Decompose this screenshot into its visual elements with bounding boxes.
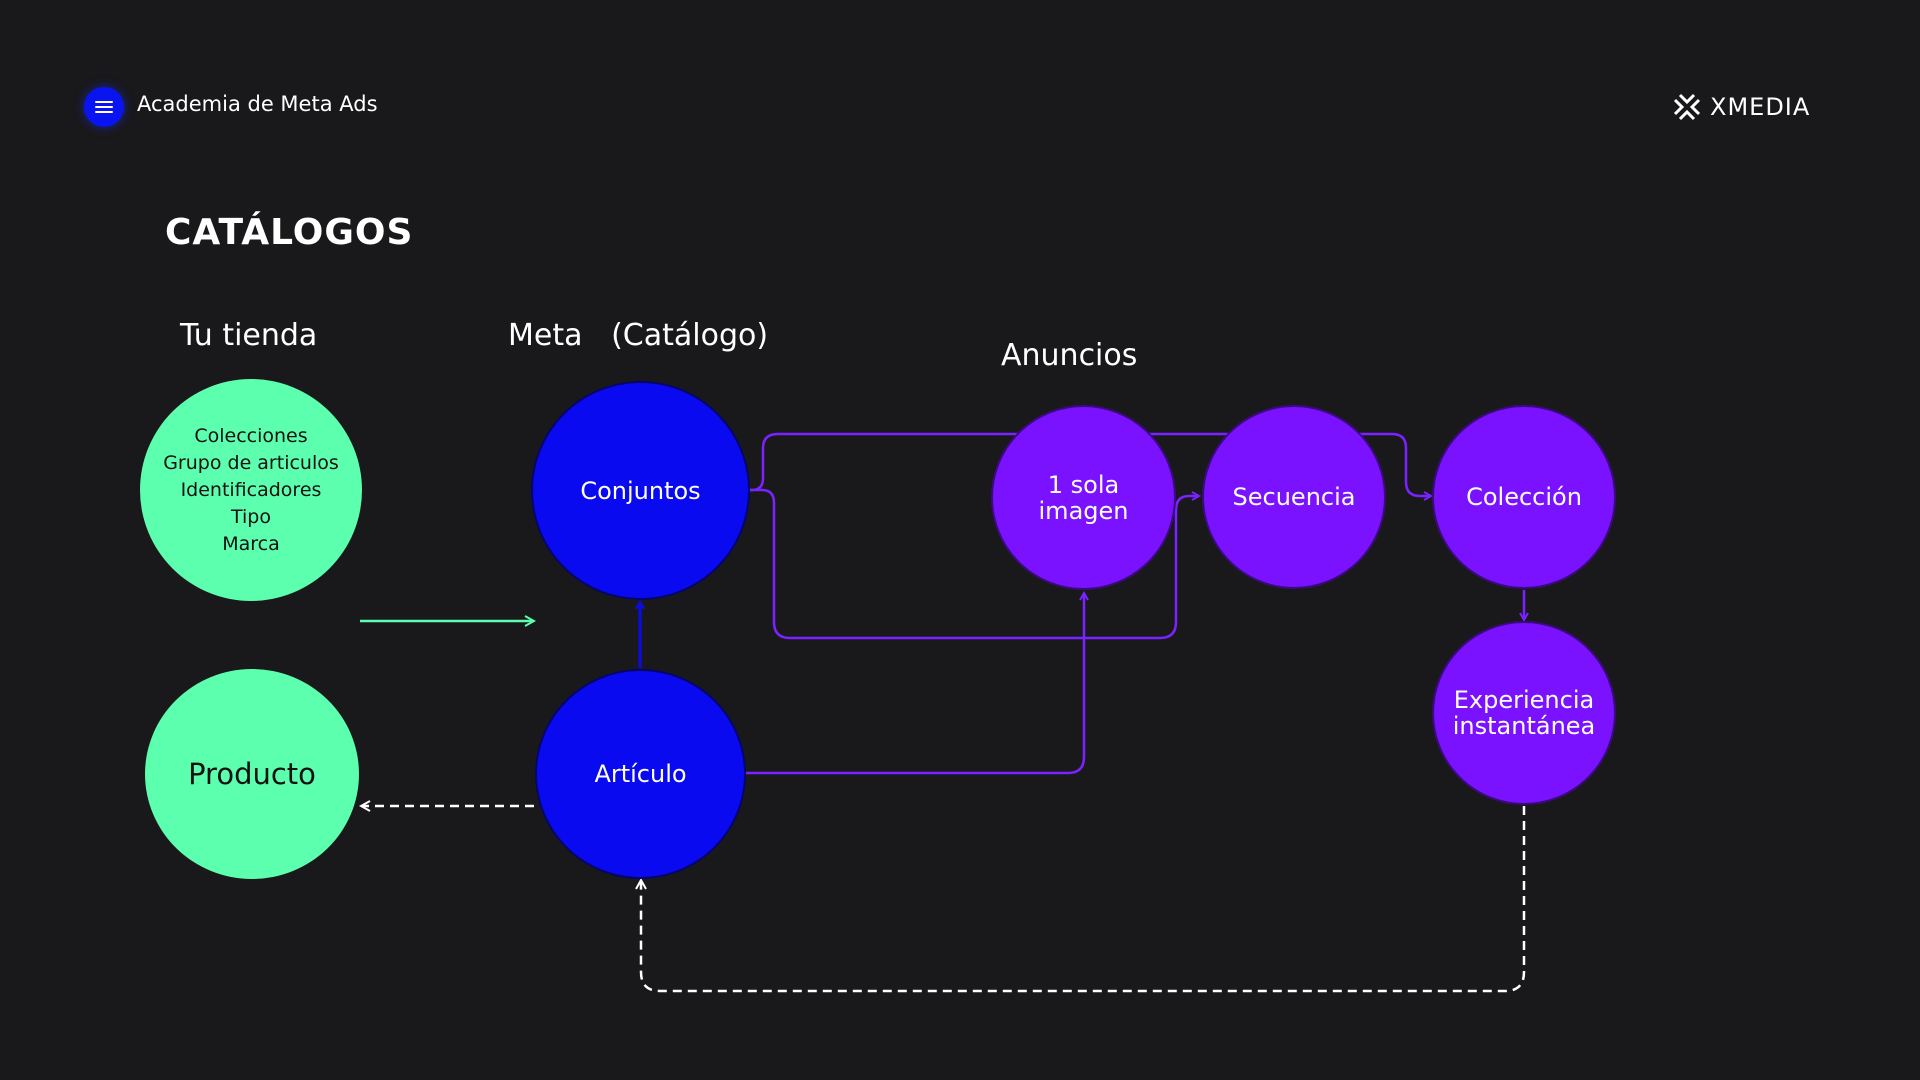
hamburger-menu-icon	[95, 101, 113, 103]
xmedia-logo: XMEDIA	[1672, 92, 1810, 122]
slide-title: CATÁLOGOS	[165, 212, 414, 253]
experiencia-instantanea-line: Experiencia	[1453, 686, 1595, 714]
store-attribute: Marca	[222, 532, 280, 555]
menu-button[interactable]	[84, 87, 124, 127]
conjuntos-node: Conjuntos	[531, 381, 750, 600]
store-attributes-node: Colecciones Grupo de articulos Identific…	[140, 379, 362, 601]
store-attribute: Colecciones	[194, 424, 308, 447]
experiencia-instantanea-node: Experiencia instantánea	[1432, 621, 1616, 805]
producto-label: Producto	[188, 757, 316, 791]
store-attribute: Identificadores	[180, 478, 322, 501]
coleccion-label: Colección	[1466, 483, 1582, 511]
una-sola-imagen-line: 1 sola	[1047, 470, 1120, 499]
hamburger-menu-icon-bar	[95, 111, 113, 113]
articulo-to-imagen-arrow	[746, 594, 1084, 775]
experiencia-instantanea-line: instantánea	[1452, 712, 1596, 740]
experiencia-to-articulo-arrow	[641, 806, 1526, 993]
column-heading-store: Tu tienda	[180, 318, 318, 353]
header-title: Academia de Meta Ads	[137, 92, 378, 116]
experiencia-instantanea-label: Experiencia instantánea	[1453, 687, 1596, 739]
una-sola-imagen-line: imagen	[1038, 496, 1129, 525]
secuencia-label: Secuencia	[1232, 483, 1356, 511]
coleccion-node: Colección	[1432, 405, 1616, 589]
store-attributes-list: Colecciones Grupo de articulos Identific…	[163, 423, 339, 558]
secuencia-node: Secuencia	[1202, 405, 1386, 589]
una-sola-imagen-node: 1 sola imagen	[991, 405, 1176, 590]
conjuntos-label: Conjuntos	[580, 476, 701, 505]
una-sola-imagen-label: 1 sola imagen	[1039, 472, 1129, 524]
conjuntos-to-secuencia-arrow	[742, 488, 1198, 640]
store-attribute: Tipo	[230, 505, 271, 528]
store-attribute: Grupo de articulos	[163, 451, 339, 474]
articulo-label: Artículo	[594, 760, 687, 788]
xmedia-logo-icon	[1673, 93, 1701, 121]
hamburger-menu-icon-bar	[95, 106, 113, 108]
column-heading-ads: Anuncios	[1001, 338, 1138, 373]
articulo-node: Artículo	[535, 669, 746, 879]
producto-node: Producto	[145, 669, 359, 879]
logo-text: XMEDIA	[1710, 93, 1811, 121]
column-heading-meta: Meta (Catálogo)	[508, 318, 769, 353]
